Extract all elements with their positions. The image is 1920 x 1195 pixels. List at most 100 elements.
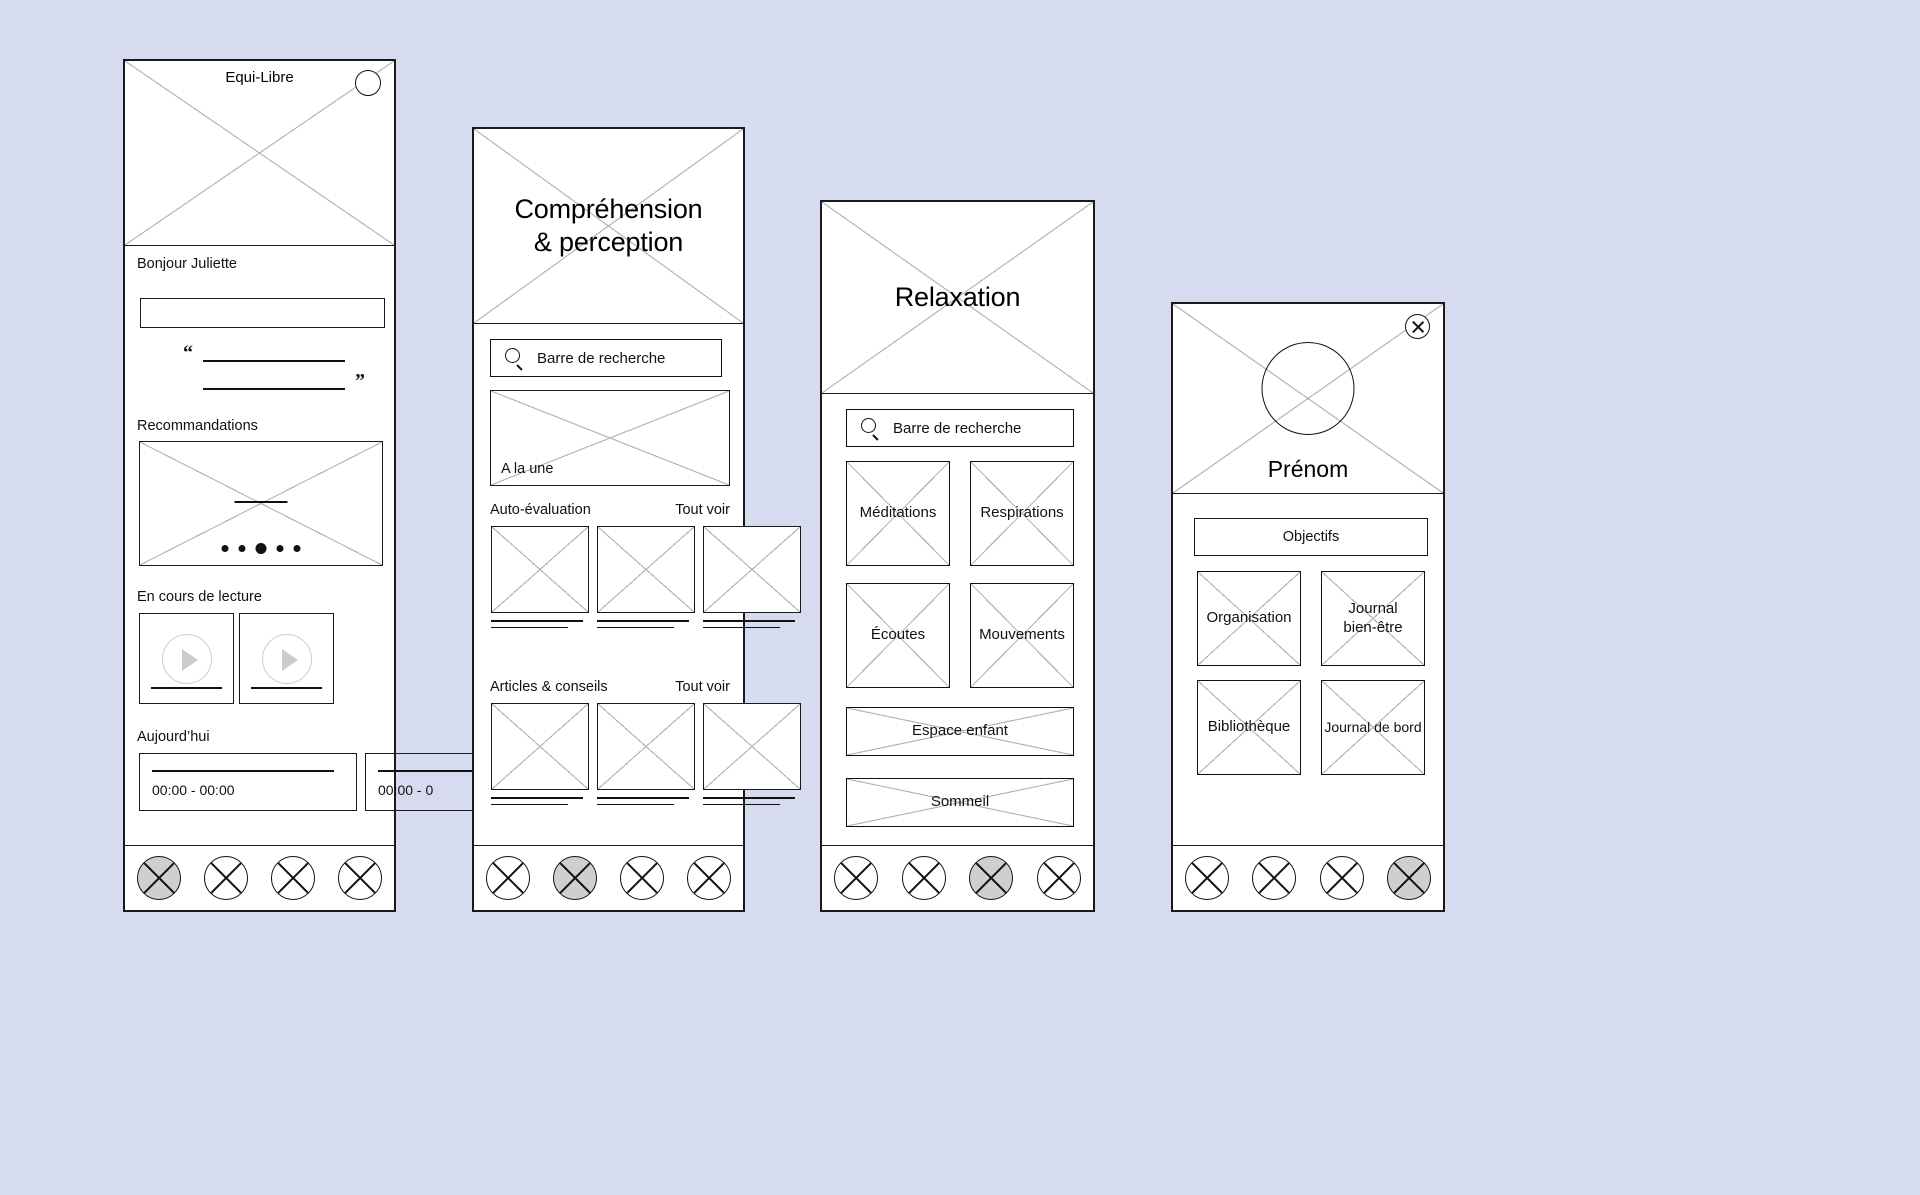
section-articles: Articles & conseils Tout voir [490,679,740,695]
list-item[interactable] [703,526,801,629]
carousel-dot[interactable] [238,545,246,552]
recommandations-carousel[interactable] [139,441,383,566]
nav-item-explore[interactable] [901,856,946,900]
articles-cards [491,703,801,806]
relaxation-hero-image: Relaxation [822,202,1093,394]
tile-mouvements[interactable]: Mouvements [970,583,1074,688]
card-line-1 [703,620,795,622]
tile-label: Journal bien-être [1343,600,1402,638]
play-icon[interactable] [261,633,312,684]
nav-item-explore[interactable] [1252,856,1297,900]
nav-item-profile[interactable] [1037,856,1082,900]
card-line-2 [597,803,674,806]
tile-espace-enfant[interactable]: Espace enfant [846,707,1074,756]
carousel-dot[interactable] [221,545,229,552]
today-title-placeholder [378,770,560,772]
search-input[interactable]: Barre de recherche [846,409,1074,447]
nav-item-relax[interactable] [620,856,665,900]
objectifs-button[interactable]: Objectifs [1194,518,1428,556]
nav-item-relax[interactable] [969,856,1014,900]
player-title-placeholder [251,687,322,689]
tile-respirations[interactable]: Respirations [970,461,1074,566]
today-time: 00:00 - 0 [378,782,434,798]
card-line-2 [491,803,568,806]
card-line-2 [597,626,674,629]
tile-organisation[interactable]: Organisation [1197,571,1301,666]
carousel-dots[interactable] [221,543,301,554]
comprehension-hero-image: Compréhension & perception [474,129,743,324]
greeting-text: Bonjour Juliette [137,256,237,272]
nav-item-profile[interactable] [687,856,732,900]
nav-item-profile[interactable] [1387,856,1432,900]
tile-sommeil[interactable]: Sommeil [846,778,1074,827]
carousel-dot[interactable] [276,545,284,552]
comprehension-title: Compréhension & perception [474,193,743,259]
comprehension-title-line1: Compréhension [514,194,703,225]
card-image [597,526,695,613]
nav-item-explore[interactable] [203,856,248,900]
featured-card[interactable]: A la une [490,390,730,486]
relaxation-title: Relaxation [894,282,1021,313]
card-line-1 [491,620,583,622]
carousel-dot-active[interactable] [255,543,267,554]
close-icon[interactable] [1405,314,1430,339]
play-icon[interactable] [161,633,212,684]
carousel-dot[interactable] [293,545,301,552]
card-line-1 [597,797,689,799]
player-card[interactable] [239,613,334,704]
today-card[interactable]: 00:00 - 00:00 [139,753,357,811]
tile-ecoutes[interactable]: Écoutes [846,583,950,688]
card-line-1 [597,620,689,622]
card-line-1 [491,797,583,799]
section-auto-evaluation-action[interactable]: Tout voir [675,502,730,518]
tile-label: Bibliothèque [1207,718,1291,736]
bottom-nav [474,845,743,910]
tile-meditations[interactable]: Méditations [846,461,950,566]
nav-item-home[interactable] [833,856,878,900]
screen-profile: Prénom Objectifs Organisation Journal bi… [1171,302,1445,912]
avatar[interactable] [1261,342,1355,435]
section-auto-evaluation: Auto-évaluation Tout voir [490,502,740,518]
player-card[interactable] [139,613,234,704]
circle-avatar-icon[interactable] [355,70,381,96]
tile-label: Journal de bord [1324,718,1422,735]
tile-label: Écoutes [870,626,926,644]
nav-item-home[interactable] [136,856,181,900]
tile-label: Mouvements [979,626,1065,644]
bottom-nav [125,845,394,910]
card-image [491,526,589,613]
nav-item-relax[interactable] [1319,856,1364,900]
section-aujourdhui-label: Aujourd’hui [137,729,210,745]
quote-open-mark: “ [183,342,193,364]
list-item[interactable] [597,703,695,806]
home-hero-image: Equi-Libre [125,61,394,246]
quote-close-mark: ” [355,370,365,392]
tile-journal-bien-etre[interactable]: Journal bien-être [1321,571,1425,666]
card-line-2 [703,803,780,806]
card-line-2 [703,626,780,629]
nav-item-home[interactable] [1184,856,1229,900]
home-input-box[interactable] [140,298,385,328]
nav-item-relax[interactable] [271,856,316,900]
list-item[interactable] [703,703,801,806]
today-time: 00:00 - 00:00 [152,782,235,798]
app-title: Equi-Libre [225,69,294,86]
nav-item-profile[interactable] [338,856,383,900]
list-item[interactable] [491,703,589,806]
search-input[interactable]: Barre de recherche [490,339,722,377]
carousel-title-placeholder [234,501,288,503]
search-icon [505,348,525,368]
section-articles-label: Articles & conseils [490,679,608,695]
list-item[interactable] [597,526,695,629]
tile-bibliotheque[interactable]: Bibliothèque [1197,680,1301,775]
section-articles-action[interactable]: Tout voir [675,679,730,695]
nav-item-explore[interactable] [552,856,597,900]
list-item[interactable] [491,526,589,629]
comprehension-title-line2: & perception [533,227,684,257]
card-image [703,526,801,613]
player-title-placeholder [151,687,222,689]
objectifs-label: Objectifs [1282,529,1340,545]
tile-journal-de-bord[interactable]: Journal de bord [1321,680,1425,775]
nav-item-home[interactable] [485,856,530,900]
quote-line-1 [203,360,345,362]
